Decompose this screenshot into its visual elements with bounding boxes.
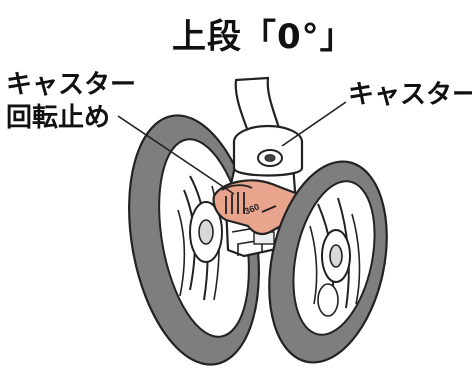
caster-lock-label-line2: 回転止め: [6, 103, 111, 133]
caster-lock-part: 360: [212, 179, 302, 236]
caster-lock-label-line1: キャスター: [6, 70, 137, 100]
leader-line-caster: [281, 101, 347, 147]
swivel-joint: [232, 124, 304, 177]
leader-line-caster-lock: [117, 115, 235, 195]
caster-label: キャスター: [348, 80, 472, 110]
diagram-title: 上段「0°」: [172, 17, 355, 57]
right-wheel: [268, 160, 388, 364]
